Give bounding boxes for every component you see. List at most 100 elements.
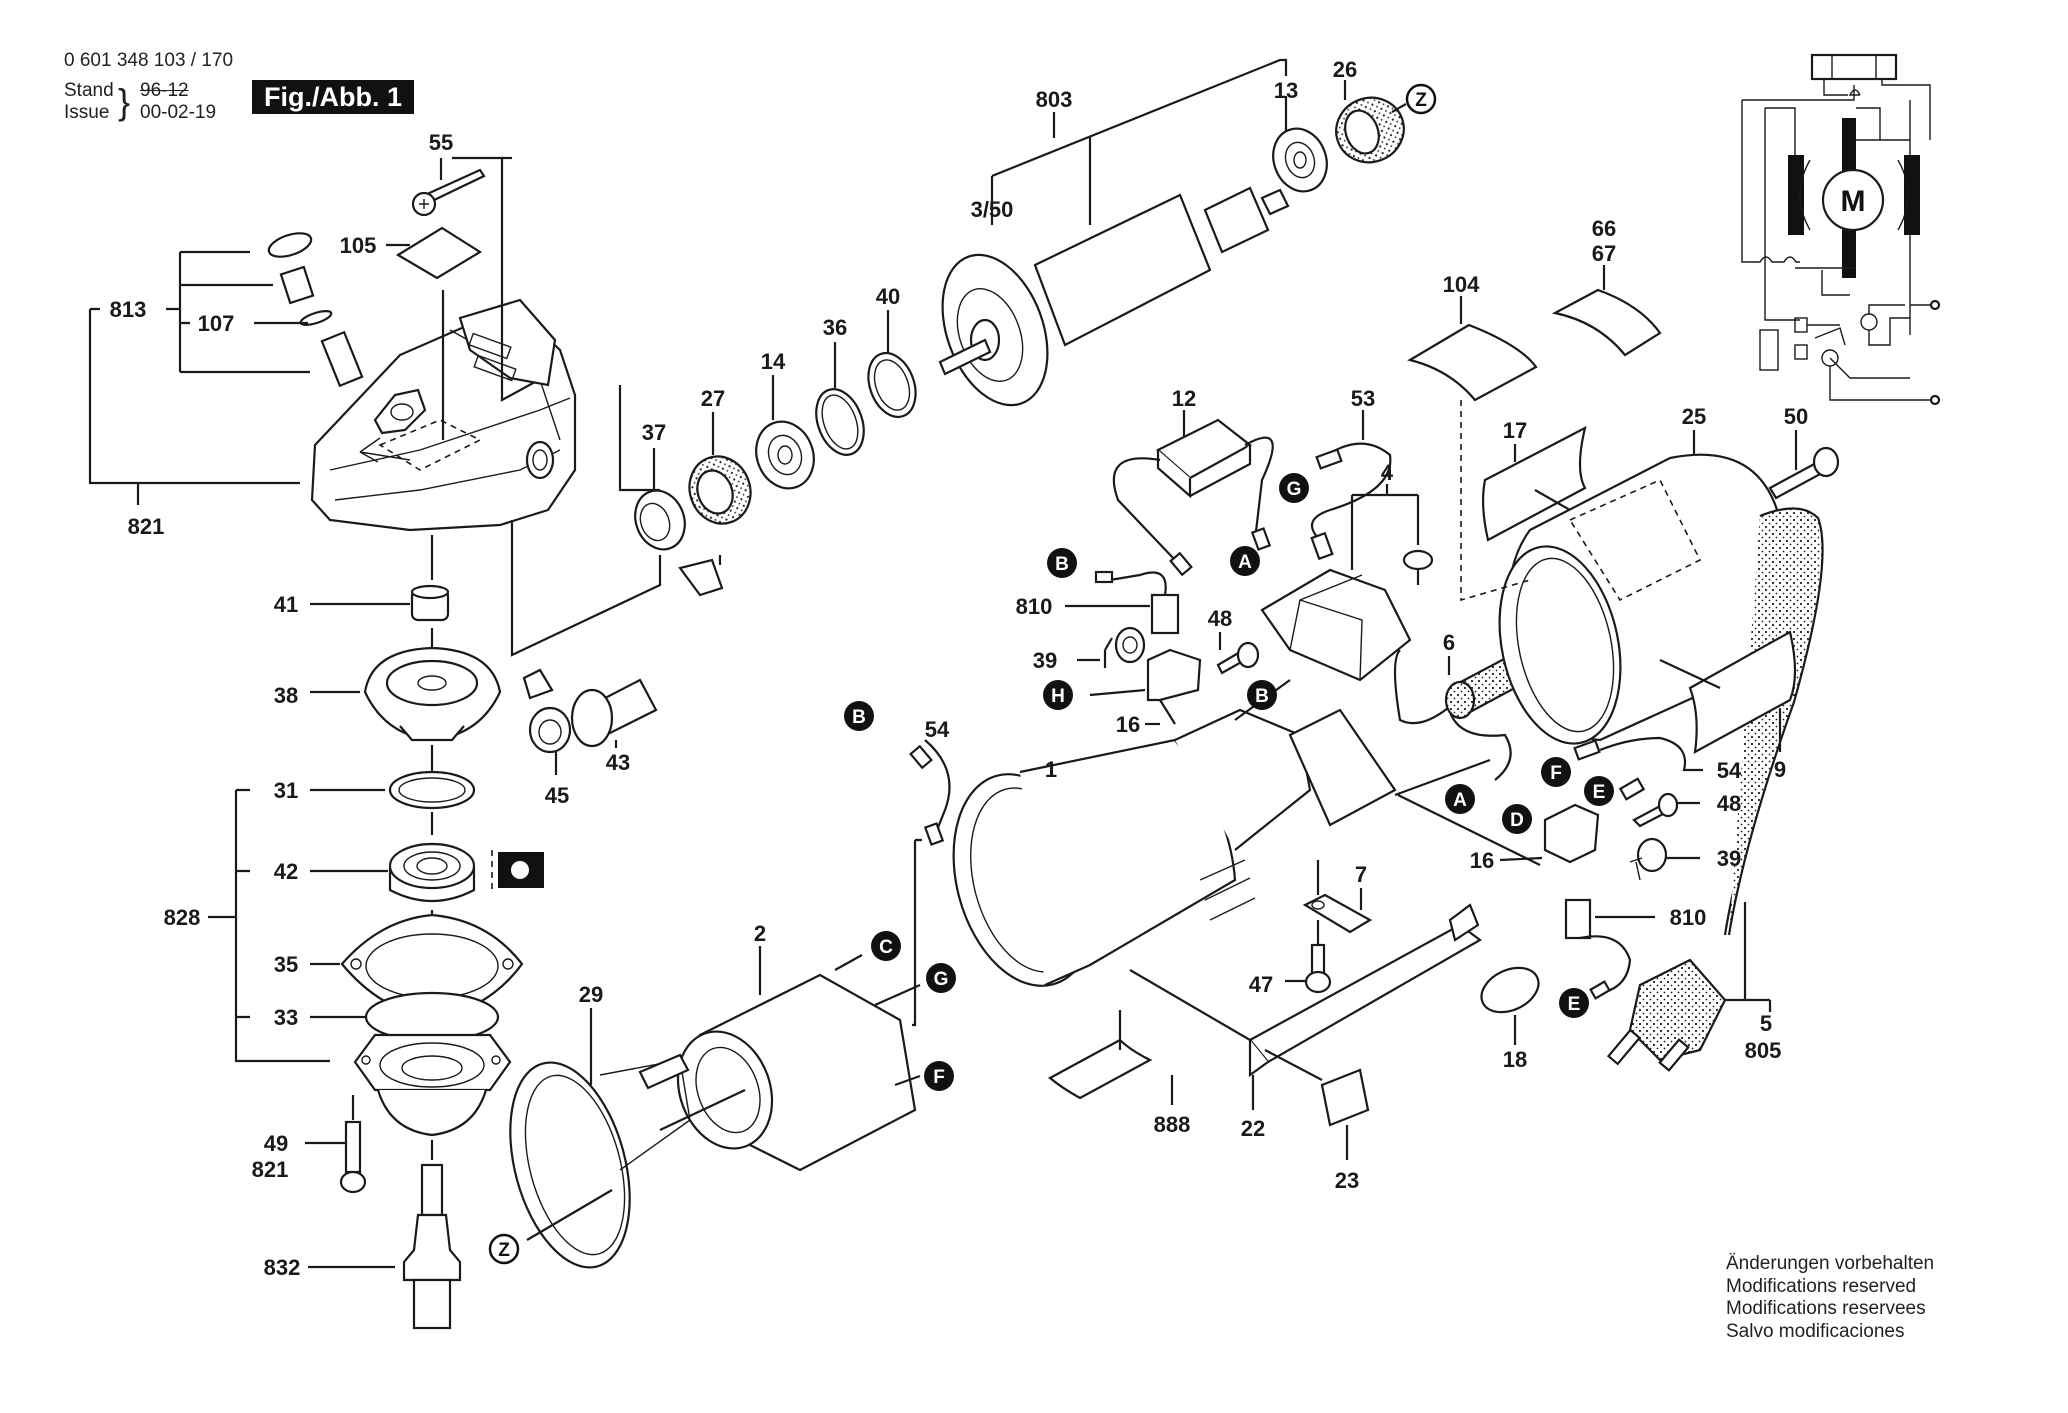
part-label-832: 832: [264, 1255, 301, 1280]
screw-48-right: [1632, 792, 1700, 828]
screw-50: [1768, 430, 1840, 500]
marker-letter: B: [1255, 686, 1269, 707]
part-label-55: 55: [429, 130, 453, 155]
electronic-module-12: [1112, 410, 1274, 577]
brush-holder-39-right: [1629, 837, 1700, 881]
switch-assembly-813: [88, 232, 364, 505]
part-label-4: 4: [1381, 460, 1394, 485]
part-label-66: 66: [1592, 216, 1616, 241]
part-label-31: 31: [274, 778, 298, 803]
part-label-2: 2: [754, 921, 766, 946]
figure-label: Fig./Abb. 1: [252, 80, 414, 114]
connection-marker-h: H: [1043, 680, 1073, 710]
part-number: 0 601 348 103 / 170: [64, 50, 234, 71]
wiring-diagram: M: [1741, 53, 1941, 406]
part-label-6: 6: [1443, 630, 1455, 655]
marker-circle-icon: [1502, 804, 1532, 834]
stand-label: Stand: [64, 80, 114, 101]
part-label-821: 821: [252, 1157, 289, 1182]
clip-7: [1302, 860, 1373, 945]
note-line: Modifications reservees: [1726, 1298, 1926, 1319]
pinion-43: [570, 678, 658, 748]
part-label-50: 50: [1784, 404, 1808, 429]
marker-letter: F: [1550, 763, 1562, 784]
label-9: [1659, 630, 1797, 755]
part-label-14: 14: [761, 349, 786, 374]
part-label-39: 39: [1717, 846, 1741, 871]
z-circle-icon: [1405, 83, 1437, 115]
bearing-stack: [634, 310, 917, 551]
part-label-38: 38: [274, 683, 298, 708]
label-104: [1407, 296, 1538, 602]
marker-circle-icon: [871, 931, 901, 961]
marker-letter: E: [1593, 782, 1606, 803]
part-label-43: 43: [606, 750, 630, 775]
marker-circle-icon: [926, 963, 956, 993]
housing-1: [952, 679, 1491, 987]
rubber-ring-26: [1335, 80, 1407, 164]
part-label-54: 54: [1717, 758, 1742, 783]
ball-bearing-13: [1272, 127, 1328, 193]
marker-circle-icon: [1047, 548, 1077, 578]
screw-48: [1216, 632, 1260, 675]
marker-letter: D: [1510, 810, 1524, 831]
leader-bearing-bracket: [618, 385, 660, 492]
marker-letter: A: [1453, 790, 1467, 811]
felt-pad: [678, 558, 724, 597]
motor-housing-25: [1498, 430, 1824, 936]
part-label-828: 828: [164, 905, 201, 930]
part-label-810: 810: [1670, 905, 1707, 930]
part-label-17: 17: [1503, 418, 1527, 443]
part-label-805: 805: [1745, 1038, 1782, 1063]
brush-holder-16-right: [1397, 794, 1600, 866]
part-label-41: 41: [274, 592, 298, 617]
part-label-810: 810: [1016, 594, 1053, 619]
cable-54-right: [1573, 736, 1703, 801]
part-label-16: 16: [1470, 848, 1494, 873]
marker-letter: B: [1055, 554, 1069, 575]
connection-marker-f: F: [1541, 757, 1571, 787]
part-label-42: 42: [274, 859, 298, 884]
marker-letter: G: [1287, 479, 1302, 500]
label-66-67: [1551, 265, 1662, 357]
connection-marker-f: F: [924, 1061, 954, 1091]
marker-circle-icon: [1559, 988, 1589, 1018]
part-label-37: 37: [642, 420, 666, 445]
mains-plug-805: [1606, 902, 1772, 1072]
nut-45: [522, 668, 572, 775]
part-label-7: 7: [1355, 862, 1367, 887]
spindle-832: [308, 1140, 462, 1330]
brace-icon: }: [118, 81, 131, 122]
z-circle-icon: [488, 1233, 520, 1265]
marker-circle-icon: [1230, 546, 1260, 576]
part-label-48: 48: [1208, 606, 1232, 631]
brush-holder-39: [1077, 626, 1146, 668]
part-label-9: 9: [1774, 757, 1786, 782]
armature-803: [938, 58, 1290, 407]
part-label-18: 18: [1503, 1047, 1527, 1072]
part-label-53: 53: [1351, 386, 1375, 411]
part-label-47: 47: [1249, 972, 1273, 997]
note-line: Änderungen vorbehalten: [1726, 1253, 1935, 1274]
marker-letter: A: [1238, 552, 1252, 573]
slide-switch-22: [1129, 903, 1482, 1110]
connection-marker-e: E: [1584, 776, 1614, 806]
z-letter: Z: [498, 1240, 510, 1261]
marker-circle-icon: [1043, 680, 1073, 710]
z-marker: Z: [488, 1233, 520, 1265]
connection-marker-a: A: [1230, 546, 1260, 576]
part-label-45: 45: [545, 783, 569, 808]
connection-marker-c: C: [871, 931, 901, 961]
part-label-25: 25: [1682, 404, 1706, 429]
marker-letter: C: [879, 937, 893, 958]
oring-33: [310, 991, 500, 1043]
marker-letter: B: [852, 707, 866, 728]
connection-marker-b: B: [1047, 548, 1077, 578]
ball-bearing-42: [310, 842, 544, 930]
part-label-105: 105: [340, 233, 377, 258]
bevel-gear-38: [310, 646, 502, 780]
carbon-brush-810: [1065, 570, 1180, 635]
part-label-5: 5: [1760, 1011, 1772, 1036]
marker-circle-icon: [1541, 757, 1571, 787]
